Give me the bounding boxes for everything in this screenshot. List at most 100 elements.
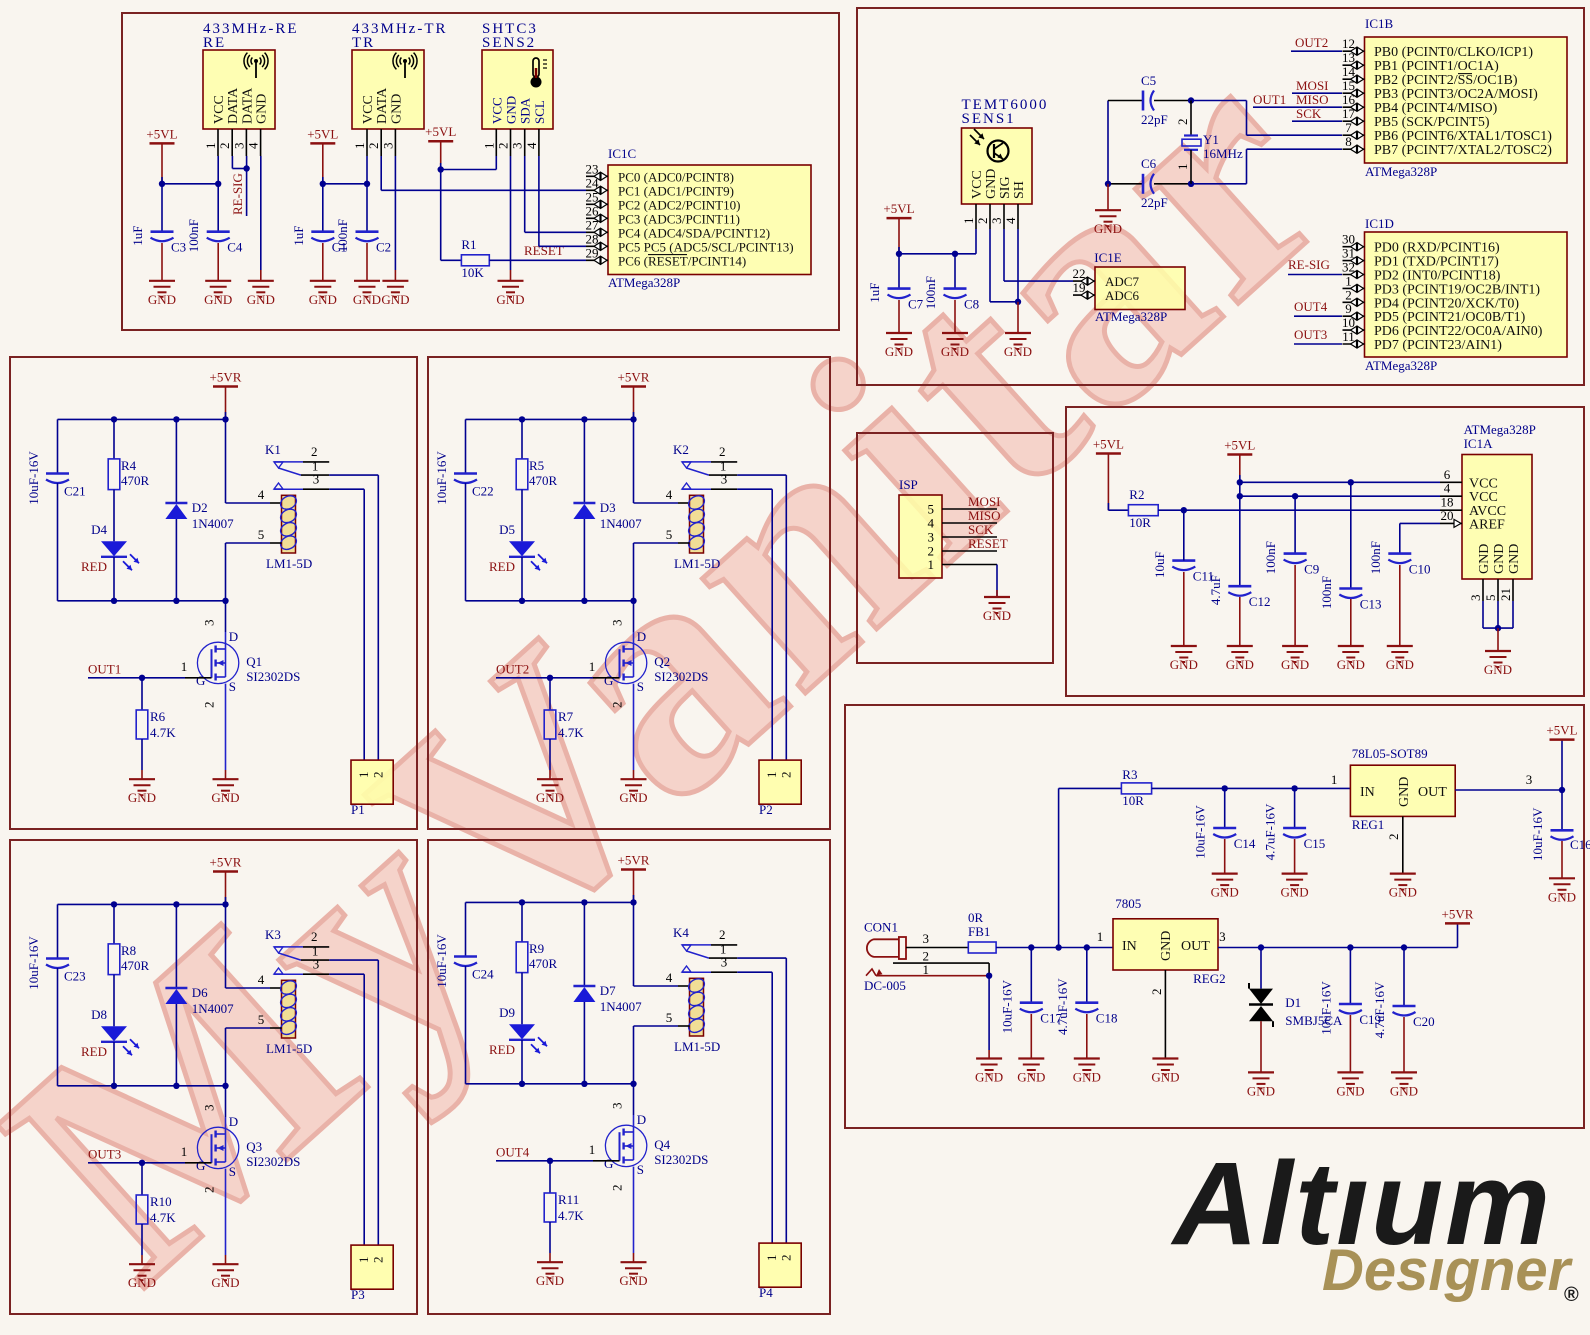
- svg-text:+5VL: +5VL: [307, 126, 338, 141]
- svg-text:GND: GND: [941, 344, 969, 359]
- svg-text:470R: 470R: [529, 473, 558, 488]
- svg-text:C18: C18: [1096, 1011, 1118, 1026]
- svg-text:3: 3: [510, 143, 525, 150]
- svg-text:GND: GND: [148, 292, 176, 307]
- svg-text:K1: K1: [265, 442, 281, 457]
- svg-text:Y1: Y1: [1203, 132, 1219, 147]
- svg-text:2: 2: [1149, 989, 1164, 996]
- svg-text:G: G: [196, 1158, 205, 1173]
- svg-text:ISP: ISP: [899, 477, 918, 492]
- svg-text:1: 1: [922, 962, 929, 977]
- svg-text:IC1A: IC1A: [1464, 436, 1494, 451]
- svg-text:OUT4: OUT4: [496, 1145, 530, 1160]
- svg-text:4: 4: [524, 142, 539, 149]
- svg-text:AREF: AREF: [1469, 517, 1505, 532]
- svg-text:4: 4: [258, 972, 265, 987]
- svg-text:2: 2: [719, 927, 726, 942]
- svg-text:2: 2: [496, 143, 511, 150]
- svg-text:1: 1: [1345, 273, 1352, 288]
- svg-text:LM1-5D: LM1-5D: [266, 556, 312, 571]
- svg-text:S: S: [229, 679, 236, 694]
- svg-text:PD0 (RXD/PCINT16): PD0 (RXD/PCINT16): [1374, 241, 1500, 256]
- svg-text:C2: C2: [376, 240, 391, 255]
- svg-text:GND: GND: [1004, 344, 1032, 359]
- svg-text:GND: GND: [1281, 657, 1309, 672]
- svg-text:31: 31: [1342, 246, 1355, 261]
- svg-text:1: 1: [764, 772, 779, 779]
- svg-text:1: 1: [1175, 164, 1190, 171]
- svg-text:470R: 470R: [529, 956, 558, 971]
- svg-text:1: 1: [356, 772, 371, 779]
- svg-text:4: 4: [666, 970, 673, 985]
- svg-text:4.7K: 4.7K: [558, 725, 584, 740]
- svg-text:1N4007: 1N4007: [600, 516, 642, 531]
- svg-text:4: 4: [1003, 217, 1018, 224]
- svg-text:LM1-5D: LM1-5D: [674, 556, 720, 571]
- svg-text:GND: GND: [1073, 1070, 1101, 1085]
- svg-text:433MHz-RE: 433MHz-RE: [203, 21, 299, 37]
- svg-text:1: 1: [720, 459, 727, 474]
- svg-text:ATMega328P: ATMega328P: [1365, 164, 1437, 179]
- svg-text:C7: C7: [908, 297, 924, 312]
- svg-text:Q3: Q3: [246, 1139, 262, 1154]
- svg-text:IC1E: IC1E: [1094, 250, 1122, 265]
- svg-text:RESET: RESET: [524, 243, 564, 258]
- svg-text:P3: P3: [351, 1287, 365, 1302]
- svg-text:GND: GND: [619, 1273, 647, 1288]
- svg-text:4: 4: [258, 487, 265, 502]
- svg-text:RED: RED: [81, 559, 107, 574]
- svg-text:PB3 (PCINT3/OC2A/MOSI): PB3 (PCINT3/OC2A/MOSI): [1374, 87, 1538, 102]
- svg-text:IN: IN: [1122, 939, 1137, 954]
- svg-text:PD5 (PCINT21/OC0B/T1): PD5 (PCINT21/OC0B/T1): [1374, 310, 1526, 325]
- svg-text:4.7uF-16V: 4.7uF-16V: [1372, 981, 1387, 1038]
- svg-text:1N4007: 1N4007: [192, 1001, 234, 1016]
- svg-text:2: 2: [311, 444, 318, 459]
- svg-text:10uF-16V: 10uF-16V: [1318, 981, 1333, 1035]
- svg-text:C14: C14: [1234, 836, 1256, 851]
- svg-text:3: 3: [313, 957, 320, 972]
- svg-text:+5VL: +5VL: [425, 124, 456, 139]
- svg-text:C9: C9: [1304, 562, 1319, 577]
- svg-text:C15: C15: [1304, 836, 1326, 851]
- svg-text:R8: R8: [121, 943, 136, 958]
- svg-text:C24: C24: [472, 966, 494, 981]
- svg-text:1: 1: [961, 218, 976, 225]
- svg-text:19: 19: [1073, 280, 1086, 295]
- svg-text:GND: GND: [204, 292, 232, 307]
- svg-text:100nF: 100nF: [186, 219, 201, 252]
- svg-text:16: 16: [1342, 92, 1356, 107]
- svg-text:SMBJ5CA: SMBJ5CA: [1285, 1013, 1343, 1028]
- svg-text:32: 32: [1342, 260, 1355, 275]
- svg-text:GND: GND: [536, 1273, 564, 1288]
- svg-text:3: 3: [721, 955, 728, 970]
- svg-text:PC4 (ADC4/SDA/PCINT12): PC4 (ADC4/SDA/PCINT12): [618, 225, 770, 240]
- svg-text:GND: GND: [1397, 777, 1412, 807]
- svg-text:Q2: Q2: [654, 654, 670, 669]
- svg-text:SDA: SDA: [518, 97, 533, 124]
- svg-text:10: 10: [1342, 315, 1355, 330]
- svg-text:5: 5: [258, 527, 265, 542]
- svg-text:Altıum: Altıum: [1170, 1138, 1552, 1270]
- svg-text:D3: D3: [600, 500, 616, 515]
- svg-text:GND: GND: [1281, 885, 1309, 900]
- svg-text:C11: C11: [1193, 569, 1214, 584]
- svg-text:IC1C: IC1C: [608, 146, 636, 161]
- svg-text:IC1B: IC1B: [1365, 16, 1394, 31]
- svg-text:D: D: [229, 629, 238, 644]
- svg-text:2: 2: [1345, 287, 1352, 302]
- svg-text:1: 1: [312, 459, 319, 474]
- svg-text:C19: C19: [1359, 1012, 1381, 1027]
- svg-text:4: 4: [1444, 481, 1451, 496]
- svg-text:C12: C12: [1249, 594, 1271, 609]
- svg-text:D8: D8: [91, 1007, 107, 1022]
- svg-text:PB0 (PCINT0/CLKO/ICP1): PB0 (PCINT0/CLKO/ICP1): [1374, 45, 1533, 60]
- svg-text:RED: RED: [81, 1044, 107, 1059]
- svg-text:1uF: 1uF: [130, 226, 145, 246]
- svg-text:10uF-16V: 10uF-16V: [434, 451, 449, 505]
- svg-text:22pF: 22pF: [1141, 112, 1168, 127]
- svg-text:Q1: Q1: [246, 654, 262, 669]
- svg-text:GND: GND: [1094, 221, 1122, 236]
- svg-text:SCL: SCL: [532, 100, 547, 124]
- svg-text:1: 1: [312, 944, 319, 959]
- svg-text:PD3 (PCINT19/OC2B/INT1): PD3 (PCINT19/OC2B/INT1): [1374, 282, 1540, 297]
